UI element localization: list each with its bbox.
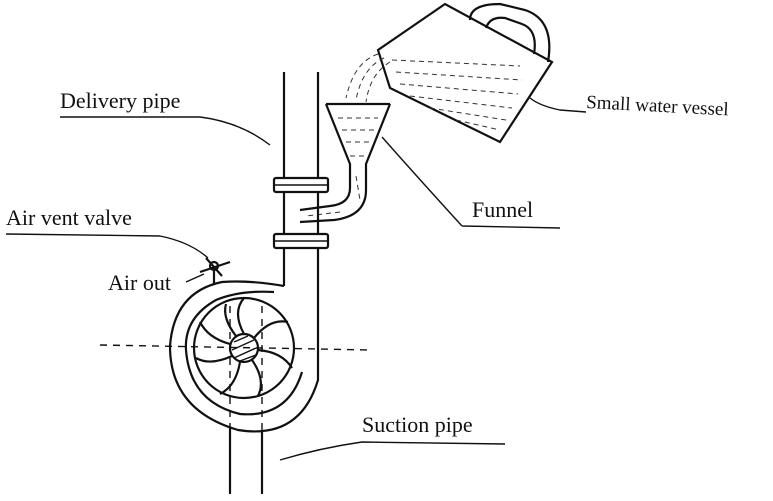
- delivery-pipe: [282, 72, 320, 336]
- impeller-vanes: [195, 297, 293, 397]
- leader-funnel: [381, 136, 561, 229]
- pipe-flange-lower: [272, 232, 330, 250]
- label-delivery-pipe: Delivery pipe: [60, 88, 180, 113]
- label-air-out: Air out: [108, 270, 171, 295]
- leader-lines: [5, 97, 587, 461]
- pump-casing: [168, 280, 320, 433]
- leader-small-water-vessel: [529, 97, 587, 113]
- water-stream: [345, 53, 391, 103]
- label-funnel: Funnel: [472, 197, 533, 222]
- volute-outer: [168, 280, 320, 433]
- leader-air-vent-valve: [5, 233, 209, 259]
- label-small-water-vessel: Small water vessel: [586, 92, 729, 120]
- leader-air-out: [185, 273, 205, 283]
- vessel-body: [376, 2, 554, 144]
- vessel-handle-outer: [468, 2, 551, 63]
- funnel: [299, 102, 392, 224]
- funnel-left-wall: [299, 103, 352, 212]
- vessel-handle-inner: [484, 16, 536, 55]
- label-air-vent-valve: Air vent valve: [6, 205, 132, 230]
- shaft-hatching: [231, 335, 257, 362]
- impeller: [192, 296, 296, 400]
- small-water-vessel: [376, 2, 554, 144]
- funnel-water: [305, 117, 378, 217]
- horizontal-centerline: [99, 344, 373, 351]
- air-vent-valve: [199, 257, 231, 284]
- leader-delivery-pipe: [60, 116, 271, 146]
- vessel-water: [391, 59, 523, 131]
- leader-suction-pipe: [279, 441, 506, 461]
- volute-inner: [184, 290, 304, 416]
- label-suction-pipe: Suction pipe: [362, 412, 473, 437]
- suction-pipe: [228, 428, 264, 494]
- funnel-right-wall: [299, 103, 392, 224]
- pipe-flange-upper: [272, 176, 330, 194]
